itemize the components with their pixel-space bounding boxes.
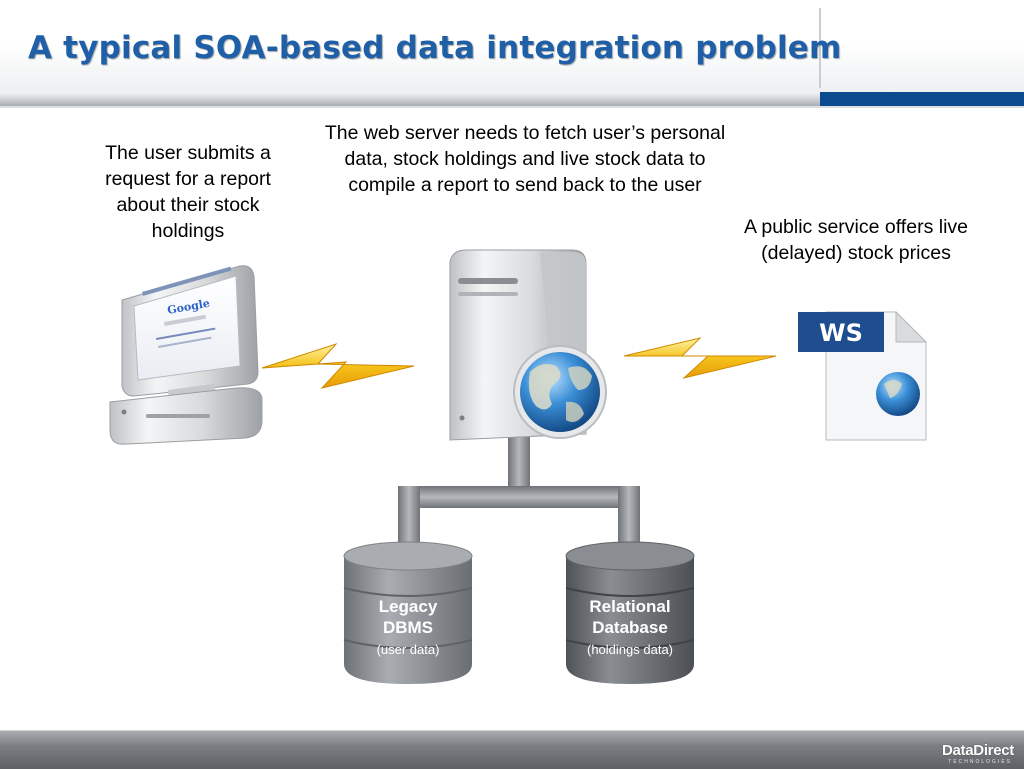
slide-header: [0, 0, 1024, 108]
db-relational-note: (holdings data): [587, 642, 673, 657]
db-legacy-note: (user data): [377, 642, 440, 657]
globe-icon: [513, 345, 607, 439]
ws-badge: WS: [819, 319, 863, 347]
slide-footer: [0, 730, 1024, 769]
connection-pipes: [398, 436, 640, 556]
lightning-bolt-icon: [261, 342, 415, 389]
header-divider: [819, 8, 821, 88]
lightning-bolt-icon: [623, 337, 777, 379]
architecture-diagram: Google WS: [109, 249, 928, 684]
company-logo: DataDirect: [941, 742, 1014, 759]
database-cylinder-icon: Relational Database (holdings data): [565, 541, 695, 684]
header-accent-bar: [820, 92, 1024, 106]
computer-icon: Google: [109, 265, 263, 445]
slide-title: A typical SOA-based data integration pro…: [28, 30, 842, 66]
db-legacy-line2: DBMS: [383, 618, 433, 637]
db-legacy-line1: Legacy: [379, 597, 438, 616]
web-service-document-icon: WS: [798, 310, 928, 441]
user-caption: The user submits a request for a report …: [105, 142, 271, 242]
service-caption: A public service offers live (delayed) s…: [744, 216, 968, 264]
db-relational-line2: Database: [592, 618, 668, 637]
database-cylinder-icon: Legacy DBMS (user data): [343, 541, 473, 684]
server-caption: The web server needs to fetch user’s per…: [324, 122, 726, 196]
company-logo-tagline: TECHNOLOGIES: [948, 759, 1012, 765]
db-relational-line1: Relational: [589, 597, 670, 616]
header-rule: [0, 92, 820, 106]
